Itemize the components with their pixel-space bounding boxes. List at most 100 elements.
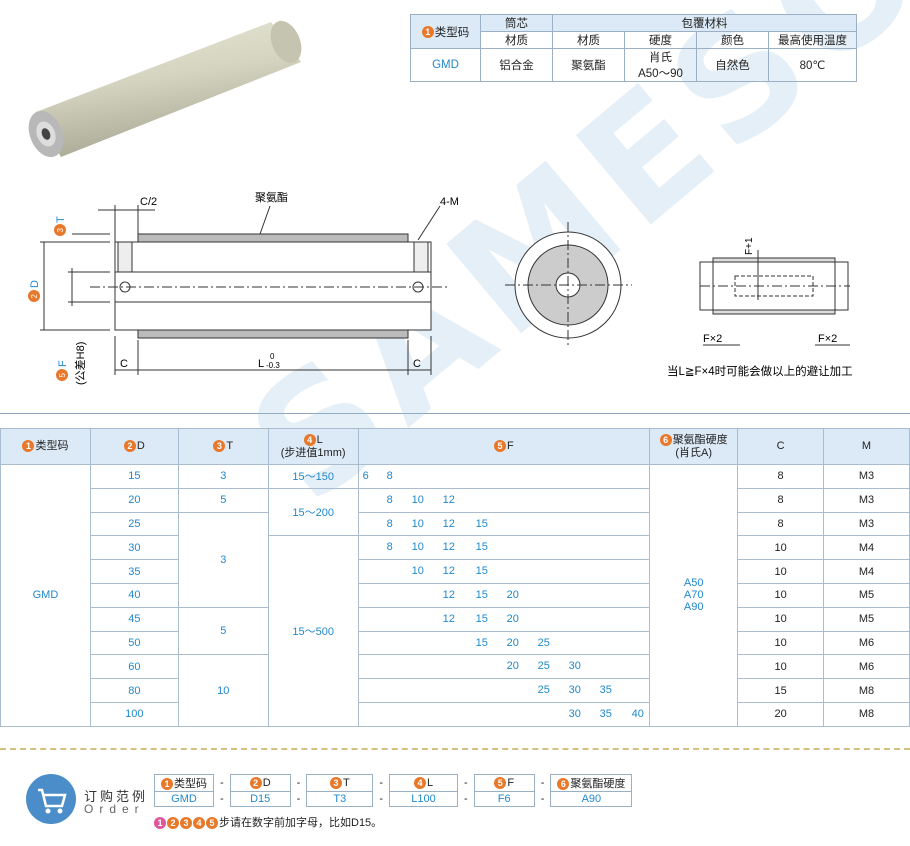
c-cell: 10 — [737, 654, 825, 680]
f-value: 40 — [631, 707, 644, 720]
order-dash: - — [464, 777, 468, 789]
t-cell: 10 — [177, 654, 269, 727]
m-cell: M3 — [823, 464, 910, 489]
f-value: 10 — [411, 493, 424, 506]
svg-text:5: 5 — [58, 373, 67, 378]
f-cell: 8 10 12 15 — [357, 511, 651, 537]
f-value: 6 — [362, 470, 369, 482]
m-cell: M8 — [823, 701, 910, 727]
label-c2: C/2 — [140, 196, 157, 208]
d-cell: 15 — [89, 464, 179, 489]
f-value: 12 — [442, 612, 455, 625]
d-cell: 30 — [89, 535, 179, 561]
svg-text:3: 3 — [56, 228, 65, 233]
label-4m: 4-M — [440, 196, 459, 208]
order-dash: - — [540, 777, 545, 789]
spec-coating-header: 包覆材料 — [552, 14, 857, 32]
f-value: 12 — [442, 588, 455, 601]
svg-text:2: 2 — [30, 294, 39, 299]
label-t: T — [55, 216, 67, 223]
spec-coating-material: 聚氨酯 — [552, 48, 625, 82]
f-value: 20 — [506, 588, 519, 601]
technical-drawing: C/2 聚氨酯 4-M C C L 0 -0.3 F+1 F×2 F×2 当L≧… — [28, 191, 853, 385]
f-value: 10 — [411, 565, 424, 578]
l-cell: 15～500 — [267, 535, 359, 727]
order-title: 订购范例 — [84, 789, 149, 804]
f-value: 10 — [411, 517, 424, 530]
c-cell: 8 — [737, 487, 825, 513]
spec-sub-header: 颜色 — [696, 31, 769, 49]
spec-sub-header: 硬度 — [624, 31, 697, 49]
f-value: 8 — [386, 470, 393, 482]
hardness-value: A50 — [683, 577, 704, 590]
label-f-plus-1: F+1 — [744, 237, 755, 255]
cart-icon — [26, 774, 76, 824]
f-value: 15 — [475, 517, 488, 530]
order-dash: - — [296, 793, 301, 805]
spec-type-code: GMD — [410, 48, 481, 82]
m-cell: M4 — [823, 535, 910, 561]
t-cell: 5 — [177, 487, 269, 513]
d-cell: 45 — [89, 606, 179, 632]
label-f-tol: (公差H8) — [73, 342, 87, 385]
order-value: F6 — [473, 791, 535, 807]
f-value: 12 — [442, 517, 455, 530]
order-dash: - — [464, 793, 468, 805]
l-cell: 15～150 — [267, 464, 359, 489]
label-fx2-right: F×2 — [818, 333, 837, 345]
t-cell: 3 — [177, 464, 269, 489]
c-cell: 15 — [737, 678, 825, 703]
order-value: T3 — [306, 791, 374, 807]
label-l-tol-bottom: -0.3 — [266, 361, 280, 370]
m-cell: M5 — [823, 606, 910, 632]
m-cell: M4 — [823, 559, 910, 584]
f-value: 30 — [568, 707, 581, 720]
col-c: C — [737, 428, 825, 465]
d-cell: 25 — [89, 511, 179, 537]
f-value: 15 — [475, 588, 488, 601]
m-cell: M5 — [823, 582, 910, 608]
spec-core-header: 筒芯 — [480, 14, 553, 32]
f-value: 8 — [386, 517, 393, 530]
order-dash: - — [220, 793, 224, 805]
f-value: 12 — [442, 541, 455, 554]
order-dash: - — [379, 777, 384, 789]
f-value: 8 — [386, 541, 393, 554]
f-value: 25 — [537, 660, 550, 673]
t-cell: 3 — [177, 511, 269, 608]
order-dash: - — [296, 777, 301, 789]
f-value: 20 — [506, 612, 519, 625]
c-cell: 10 — [737, 630, 825, 656]
order-dash: - — [220, 777, 224, 789]
m-cell: M6 — [823, 630, 910, 656]
hardness-value: A90 — [683, 601, 704, 614]
spec-sub-header: 材质 — [552, 31, 625, 49]
label-d: D — [29, 280, 41, 288]
d-cell: 40 — [89, 582, 179, 608]
f-value: 10 — [411, 541, 424, 554]
f-value: 30 — [568, 660, 581, 673]
order-subtitle: Order — [84, 802, 145, 816]
